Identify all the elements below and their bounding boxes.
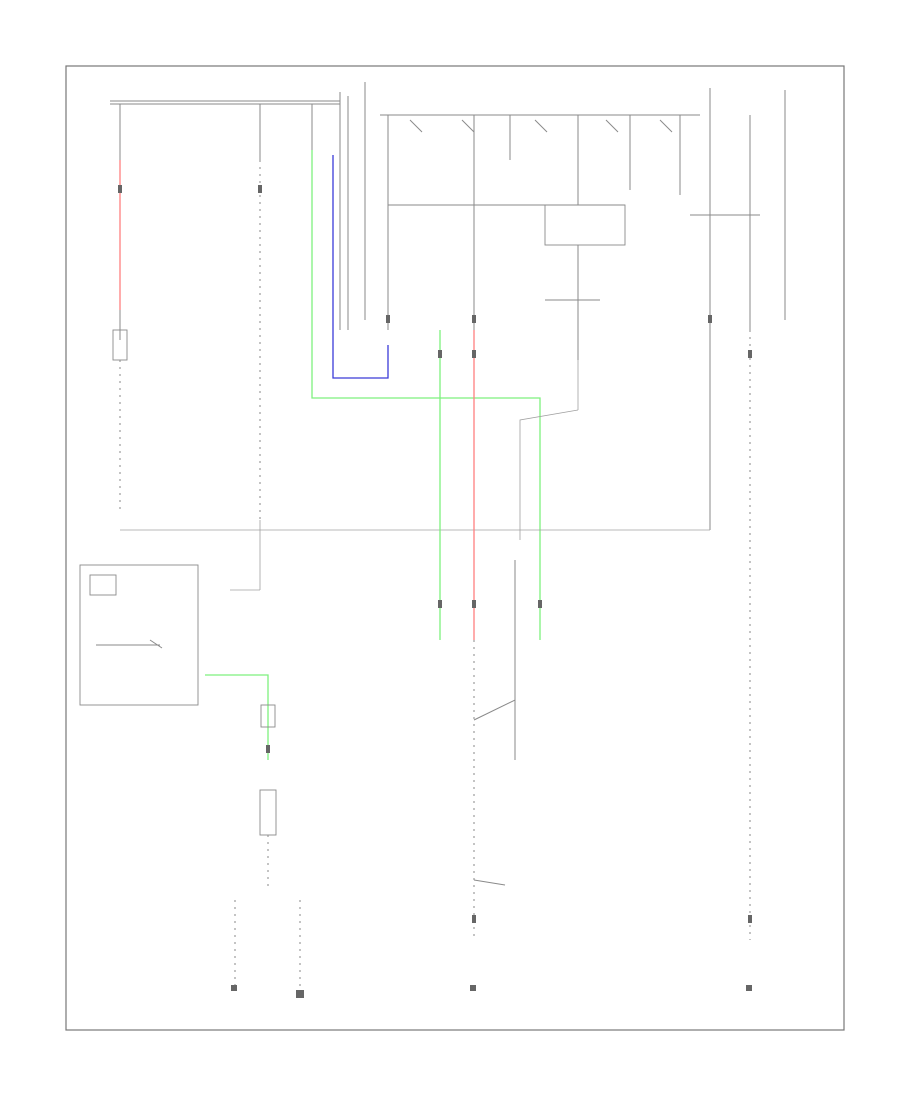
left-bottom-module: [79, 564, 199, 706]
right-branch: [690, 88, 786, 940]
bottom-grounds: [231, 879, 752, 991]
switch-bank: [380, 114, 700, 330]
diagram-frame: [65, 65, 845, 1031]
blue-wire: [332, 155, 389, 379]
green-wire-main: [311, 104, 541, 640]
relay-block: [519, 204, 626, 540]
green-wire-lower: [205, 674, 276, 760]
second-fuse-branch: [230, 104, 261, 591]
top-power-bus: [110, 82, 366, 330]
center-wires: [439, 330, 516, 940]
lower-component: [234, 789, 304, 998]
left-fuse-branch: [112, 104, 128, 510]
connector-marks: [118, 185, 752, 923]
